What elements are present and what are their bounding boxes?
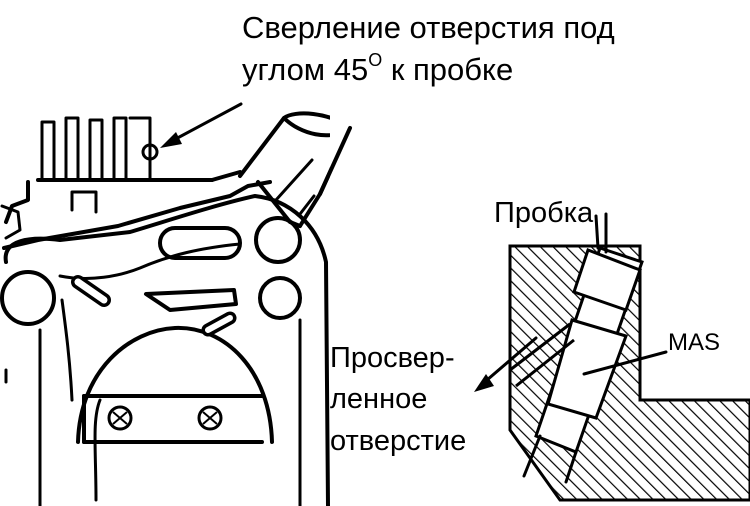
plug-body (572, 248, 642, 312)
label-drill-line1: Сверление отверстия под (242, 10, 615, 45)
label-plug: Пробка (494, 197, 594, 229)
drilled-arrowhead (474, 374, 494, 392)
label-drilled-1: Просвер- (330, 342, 455, 374)
label-drill-line2: углом 45O к пробке (242, 50, 513, 87)
drill-leader-line (168, 102, 243, 144)
label-mas: MAS (668, 329, 720, 356)
plug-section (508, 212, 750, 502)
throttle-body-drawing (0, 111, 330, 506)
mas-leader-line (582, 350, 668, 376)
drill-arrowhead (160, 132, 182, 148)
drilled-leader-line (478, 336, 538, 388)
label-drilled-2: ленное (330, 383, 427, 415)
label-drilled-3: отверстие (330, 425, 466, 457)
nozzle-edge (318, 126, 352, 196)
